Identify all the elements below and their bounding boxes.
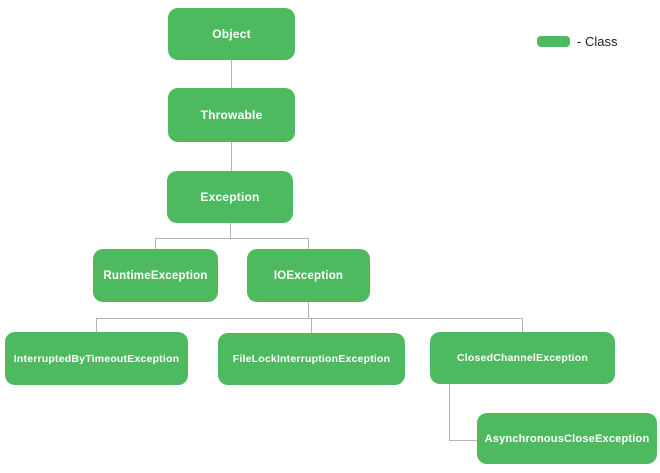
edge-object-throwable	[231, 60, 232, 88]
edge-runtime-stub	[155, 238, 156, 249]
edge-async-elbow	[449, 440, 477, 441]
legend-label: - Class	[577, 34, 618, 49]
edge-io-down-stub	[308, 302, 309, 318]
node-exception: Exception	[167, 171, 293, 223]
edge-io-branch	[96, 318, 522, 319]
edge-closedchannel-stub	[522, 318, 523, 332]
edge-throwable-exception	[231, 142, 232, 171]
node-object: Object	[168, 8, 295, 60]
node-asynchronous-close-exception: AsynchronousCloseException	[477, 413, 657, 464]
node-runtime-exception: RuntimeException	[93, 249, 218, 302]
edge-io-stub	[308, 238, 309, 249]
node-io-exception: IOException	[247, 249, 370, 302]
edge-closedchannel-down	[449, 384, 450, 440]
edge-exception-stub	[230, 223, 231, 238]
legend: - Class	[537, 34, 617, 49]
edge-interrupted-stub	[96, 318, 97, 332]
node-throwable: Throwable	[168, 88, 295, 142]
node-closed-channel-exception: ClosedChannelException	[430, 332, 615, 384]
legend-class-swatch-icon	[537, 36, 570, 47]
edge-filelock-stub	[311, 318, 312, 333]
node-file-lock-interruption-exception: FileLockInterruptionException	[218, 333, 405, 385]
node-interrupted-by-timeout-exception: InterruptedByTimeoutException	[5, 332, 188, 385]
edge-exception-branch	[155, 238, 309, 239]
